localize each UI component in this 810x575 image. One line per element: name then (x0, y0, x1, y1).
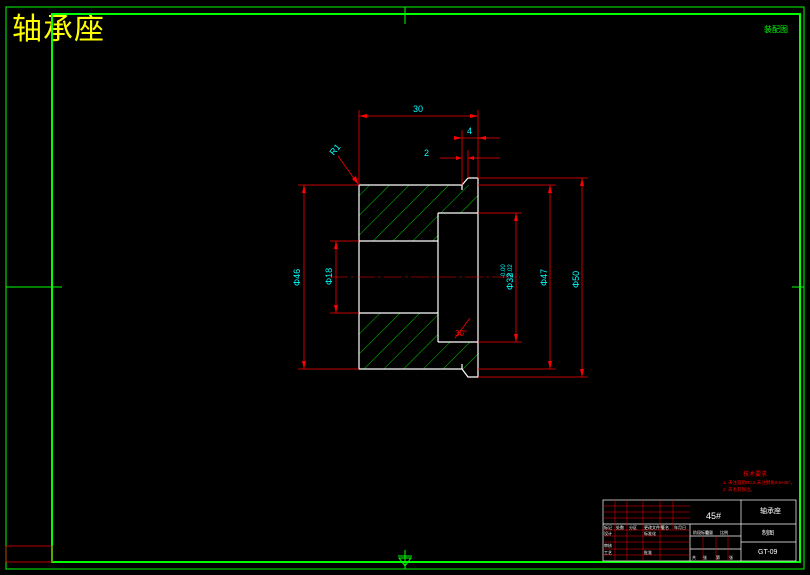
tb-cell-process: 工艺 (604, 550, 612, 555)
center-mark-bottom (398, 550, 412, 569)
tb-cell-total: 共 (692, 554, 696, 560)
tb-cell-change: 更改文件号 (644, 524, 664, 530)
tb-cell-standard: 标准化 (644, 530, 656, 536)
tb-cell-count: 处数 (616, 524, 624, 530)
binding-strip (5, 545, 53, 563)
notes-line-2: 2. 去毛刺锐边。 (723, 486, 755, 493)
dim-bore-dia: Φ18 (324, 268, 334, 285)
tb-code: GT-09 (758, 549, 778, 556)
tb-cell-review: 审核 (604, 542, 612, 548)
dim-counterbore-tol-upper: -0.00 (501, 264, 507, 278)
tb-cell-mark: 标记 (604, 524, 612, 530)
dim-counterbore-tol-lower: -0.02 (508, 264, 514, 278)
dimension-lines (298, 110, 588, 378)
dim-groove-width: 2 (424, 148, 429, 158)
lower-section-hatch (359, 313, 478, 369)
notes-line-1: 1. 未注圆角R0.5,未注倒角0.5×45°。 (723, 479, 795, 486)
drawing-title: 轴承座 (12, 12, 105, 47)
tb-cell-date: 年月日 (674, 524, 686, 530)
dim-counterbore-dia: Φ32 (505, 273, 515, 290)
corner-mark: 装配图 (764, 24, 788, 34)
tb-material: 45# (706, 511, 721, 521)
tb-cell-scale: 比例 (720, 529, 728, 535)
dimension-arrows (302, 114, 584, 377)
tb-cell-sign: 签名 (661, 524, 669, 530)
dim-flange-dia: Φ50 (571, 271, 581, 288)
dim-outer-dia-left: Φ46 (292, 269, 302, 286)
tb-cell-zone: 分区 (629, 524, 637, 530)
tb-cell-design: 设计 (604, 530, 612, 536)
dim-angle: 30° (455, 329, 467, 338)
title-block-grid (603, 500, 729, 561)
tb-cell-sheets: 张 (703, 554, 707, 560)
notes-heading: 技术要求 (743, 470, 767, 478)
dim-chamfer-width: 4 (467, 126, 472, 136)
tb-cell-approve: 批准 (644, 549, 652, 555)
tb-cell-weight: 重量 (705, 529, 713, 535)
outer-frame (5, 6, 805, 570)
tb-cell-sheet-no: 第 (716, 554, 720, 560)
dim-overall-length: 30 (413, 104, 423, 114)
dim-outer-dia-right: Φ47 (539, 269, 549, 286)
dim-fillet: R1 (328, 142, 343, 157)
tb-unit: 制图 (762, 529, 774, 537)
tb-part-name: 轴承座 (760, 506, 781, 515)
tb-cell-sheet: 张 (729, 554, 733, 560)
title-block (602, 499, 797, 562)
inner-frame (51, 13, 801, 563)
upper-section-hatch (359, 185, 478, 241)
tb-cell-stage: 阶段标记 (693, 529, 709, 535)
